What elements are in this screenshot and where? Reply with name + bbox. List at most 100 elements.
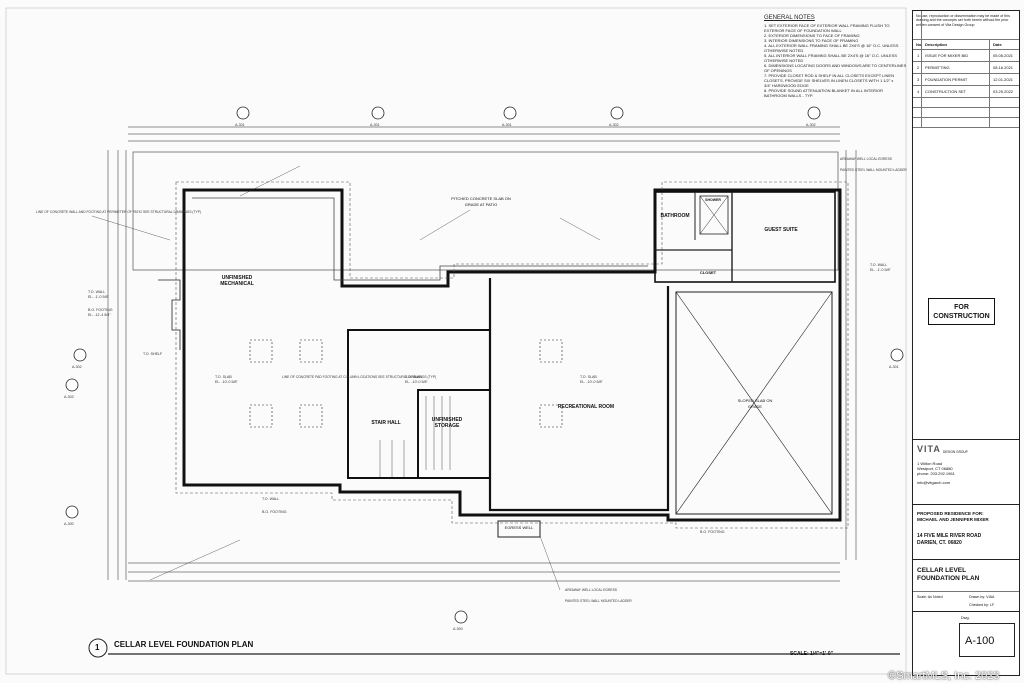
sheet-title-line1: CELLAR LEVEL xyxy=(917,567,967,574)
rev-header-date: Date xyxy=(993,42,1002,47)
foundation-plan-drawing xyxy=(5,7,907,675)
room-label-mechanical: UNFINISHED MECHANICAL xyxy=(220,275,254,287)
annotation-tos: T.O. SLAB xyxy=(405,375,422,379)
annotation-elev: EL. -11'-4 5/8" xyxy=(88,313,111,317)
title-block: No use, reproduction or dissemination ma… xyxy=(912,10,1020,676)
annotation-bof: B.O. FOOTING xyxy=(262,510,287,514)
general-note-line: 6. DIMENSIONS LOCATING DOORS AND WINDOWS… xyxy=(764,63,907,68)
drawing-number: 1 xyxy=(95,643,100,652)
annotation-tow: T.O. WALL xyxy=(88,290,106,294)
rev-date: 05.05.2021 xyxy=(993,53,1014,58)
annotation-ladder: PAINTED STEEL WALL MOUNTED LADDER xyxy=(565,599,632,603)
annotation-elev: EL. -1'-0 5/8" xyxy=(870,268,891,272)
client-name: MICHAEL AND JENNIFER MIXER xyxy=(917,517,989,522)
annotation-tshelf: T.O. SHELF xyxy=(143,352,163,356)
general-note-line: CLOSETS. PROVIDE SIX SHELVES IN LINEN CL… xyxy=(764,78,894,83)
annotation-tos: T.O. SLAB xyxy=(580,375,597,379)
rev-no: 1 xyxy=(917,53,920,58)
copyright-note: No use, reproduction or dissemination ma… xyxy=(916,14,1010,27)
room-label-guest-suite: GUEST SUITE xyxy=(764,227,798,233)
annotation-wall-note: LINE OF CONCRETE WALL AND FOOTING AT PER… xyxy=(36,210,202,214)
room-label-sloped-slab: SLOPED SLAB ON GRADE xyxy=(737,398,773,409)
rev-date: 08.16.2021 xyxy=(993,65,1014,70)
general-note-line: EXTERIOR FACE OF FOUNDATION WALL xyxy=(764,28,842,33)
section-mark: A-301 xyxy=(889,365,899,369)
annotation-areaway: AREAWAY WELL LOCAL EGRESS xyxy=(840,157,892,161)
rev-date: 12.01.2021 xyxy=(993,77,1014,82)
project-address-line2: DARIEN, CT. 06820 xyxy=(917,540,962,546)
sheet-title-line2: FOUNDATION PLAN xyxy=(917,575,980,582)
general-notes-heading: GENERAL NOTES xyxy=(764,15,815,21)
general-note-line: 3. INTERIOR DIMENSIONS TO FACE OF FRAMIN… xyxy=(764,38,859,43)
project-address-line1: 14 FIVE MILE RIVER ROAD xyxy=(917,533,982,539)
general-note-line: OF OPENINGS xyxy=(764,68,792,73)
annotation-areaway: AREAWAY WELL LOCAL EGRESS xyxy=(565,588,617,592)
rev-header-desc: Description xyxy=(925,42,948,47)
section-mark: A-301 xyxy=(235,123,245,127)
general-note-line: 8. PROVIDE SOUND ATTENUATION BLANKET IN … xyxy=(764,88,883,93)
general-note-line: 1. SET EXTERIOR FACE OF EXTERIOR WALL FR… xyxy=(764,23,890,28)
annotation-pad-note: LINE OF CONCRETE PAD FOOTING AT COLUMN L… xyxy=(282,375,437,379)
general-note-line: 2. EXTERIOR DIMENSIONS TO FACE OF FRAMIN… xyxy=(764,33,860,38)
drawn-by: Drawn by: VIAA xyxy=(969,595,995,599)
drawing-scale: SCALE: 1/4"=1'-0" xyxy=(790,651,834,657)
watermark: ©SmartMLS, Inc. 2023 xyxy=(888,670,1000,682)
firm-logo: VITA xyxy=(917,444,941,454)
project-header: PROPOSED RESIDENCE FOR: xyxy=(917,511,984,516)
rev-date: 03.25.2022 xyxy=(993,89,1014,94)
room-label-recreational: RECREATIONAL ROOM xyxy=(557,404,615,410)
annotation-elev: EL. -10'-0 5/8" xyxy=(215,380,238,384)
general-note-line: BATHROOM WALLS - TYP. xyxy=(764,93,814,98)
general-note-line: OTHERWISE NOTED xyxy=(764,48,804,53)
section-mark: A-302 xyxy=(806,123,816,127)
drawing-title: CELLAR LEVEL FOUNDATION PLAN xyxy=(114,640,254,649)
rev-no: 3 xyxy=(917,77,920,82)
section-mark: A-301 xyxy=(370,123,380,127)
rev-no: 2 xyxy=(917,65,920,70)
rev-desc: CONSTRUCTION SET xyxy=(925,89,967,94)
rev-desc: FOUNDATION PERMIT xyxy=(925,77,968,82)
annotation-tow: T.O. WALL xyxy=(870,263,888,267)
section-mark: A-301 xyxy=(502,123,512,127)
section-mark: A-300 xyxy=(453,627,463,631)
rev-no: 4 xyxy=(917,89,920,94)
section-mark: A-302 xyxy=(72,365,82,369)
section-mark: A-302 xyxy=(609,123,619,127)
general-notes: GENERAL NOTES 1. SET EXTERIOR FACE OF EX… xyxy=(764,15,907,98)
section-mark: A-303 xyxy=(64,395,74,399)
room-label-shower: SHOWER xyxy=(705,198,721,202)
room-label-storage: UNFINISHED STORAGE xyxy=(431,417,463,429)
annotation-elev: EL. -1'-0 5/8" xyxy=(88,295,109,299)
firm-email: info@vitgarch.com xyxy=(917,480,951,485)
rev-header-no: No xyxy=(916,42,922,47)
firm-address-line: phone: 203.292.1961 xyxy=(917,471,955,476)
general-note-line: 5. ALL INTERIOR WALL FRAMING SHALL BE 2X… xyxy=(764,53,898,58)
annotation-bof: B.O. FOOTING xyxy=(88,308,113,312)
for-construction-stamp: FOR CONSTRUCTION xyxy=(928,298,995,325)
general-note-line: 4. ALL EXTERIOR WALL FRAMING SHALL BE 2X… xyxy=(764,43,899,48)
annotation-bof: B.O. FOOTING xyxy=(700,530,725,534)
checked-by: Checked by: LF xyxy=(969,603,995,607)
firm-sub: DESIGN GROUP xyxy=(943,450,968,454)
dwg-label: Dwg. xyxy=(961,616,970,620)
annotation-tos: T.O. SLAB xyxy=(215,375,232,379)
egress-well-label: EGRESS WELL xyxy=(504,525,534,530)
general-note-line: 7. PROVIDE CLOSET ROD & SHELF IN ALL CLO… xyxy=(764,73,894,78)
annotation-elev: EL. -10'-0 5/8" xyxy=(580,380,603,384)
section-mark: A-300 xyxy=(64,522,74,526)
firm-address-line: Westport, CT 06880 xyxy=(917,466,953,471)
sheet-number: A-100 xyxy=(965,635,995,647)
annotation-ladder: PAINTED STEEL WALL MOUNTED LADDER xyxy=(840,168,907,172)
annotation-tow: T.O. WALL xyxy=(262,497,280,501)
room-label-closet: CLOSET xyxy=(699,270,717,275)
general-note-line: 3/4" HARDWOOD EDGE xyxy=(764,83,809,88)
room-label-stair-hall: STAIR HALL xyxy=(371,420,401,426)
rev-desc: ISSUE FOR MIXER BID xyxy=(925,53,969,58)
rev-desc: PERMITTING xyxy=(925,65,950,70)
scale-note: Scale: As Noted xyxy=(917,595,943,599)
patio-note: PITCHED CONCRETE SLAB ON GRADE AT PATIO xyxy=(451,196,511,207)
general-note-line: OTHERWISE NOTED xyxy=(764,58,804,63)
annotation-elev: EL. -10'-0 5/8" xyxy=(405,380,428,384)
firm-address-line: 1 Wilton Road xyxy=(917,461,943,466)
